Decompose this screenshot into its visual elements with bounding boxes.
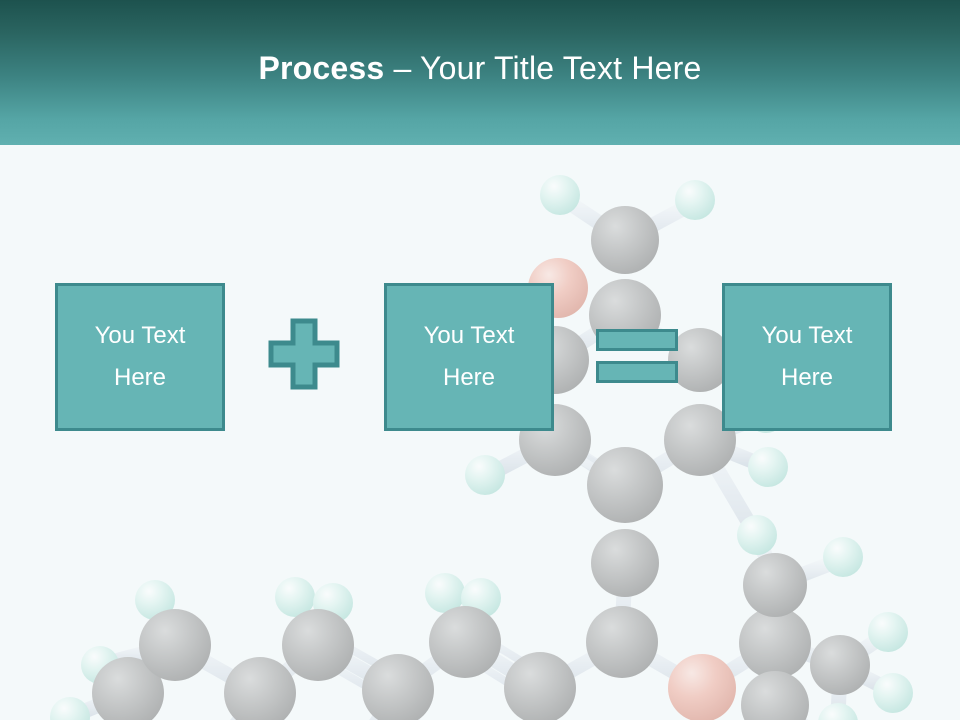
equals-bar-bottom	[596, 361, 678, 383]
process-box-3[interactable]: You Text Here	[722, 283, 892, 431]
process-box-1-label: You Text Here	[94, 322, 186, 391]
plus-operator-icon	[268, 318, 340, 390]
slide-header-bar: Process – Your Title Text Here	[0, 0, 960, 145]
process-box-2-label: You Text Here	[423, 322, 515, 391]
equals-operator-icon	[596, 329, 678, 383]
equals-bar-top	[596, 329, 678, 351]
process-box-1[interactable]: You Text Here	[55, 283, 225, 431]
page-title-regular: – Your Title Text Here	[384, 50, 702, 86]
process-box-3-label: You Text Here	[761, 322, 853, 391]
page-title: Process – Your Title Text Here	[0, 48, 960, 88]
molecule-background-art	[0, 145, 960, 720]
page-title-bold: Process	[258, 50, 385, 86]
process-box-2[interactable]: You Text Here	[384, 283, 554, 431]
